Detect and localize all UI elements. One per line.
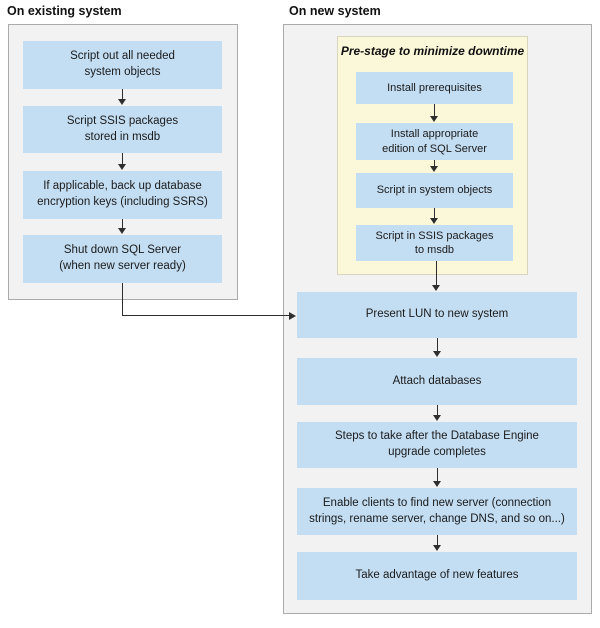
flow-arrow-down	[430, 160, 438, 172]
arrowhead-down-icon	[430, 218, 438, 224]
arrow-line	[433, 104, 435, 117]
arrow-line	[433, 208, 435, 219]
step-script-out-system-objects: Script out all needed system objects	[23, 41, 222, 89]
arrowhead-down-icon	[432, 285, 440, 291]
step-install-prerequisites: Install prerequisites	[356, 72, 513, 104]
arrowhead-down-icon	[433, 415, 441, 421]
step-backup-encryption-keys: If applicable, back up database encrypti…	[23, 171, 222, 219]
step-script-in-ssis-packages: Script in SSIS packages to msdb	[356, 225, 513, 261]
step-attach-databases: Attach databases	[297, 358, 577, 405]
flow-arrow-down	[118, 89, 126, 105]
arrow-line	[436, 468, 438, 482]
arrowhead-down-icon	[433, 545, 441, 551]
step-script-in-system-objects: Script in system objects	[356, 173, 513, 208]
elbow-connector-horizontal	[122, 315, 290, 316]
prestage-group-title: Pre-stage to minimize downtime	[340, 44, 525, 58]
step-shut-down-sql-server: Shut down SQL Server (when new server re…	[23, 235, 222, 283]
elbow-connector-vertical	[122, 283, 123, 316]
arrowhead-down-icon	[430, 116, 438, 122]
new-system-heading: On new system	[289, 4, 381, 18]
flow-arrow-down	[433, 405, 441, 421]
step-after-upgrade-completes: Steps to take after the Database Engine …	[297, 422, 577, 468]
flow-arrow-down	[433, 338, 441, 357]
step-take-advantage-new-features: Take advantage of new features	[297, 552, 577, 600]
step-enable-clients: Enable clients to find new server (conne…	[297, 488, 577, 535]
arrowhead-down-icon	[118, 228, 126, 234]
flow-arrow-down	[432, 261, 440, 291]
step-install-sql-server-edition: Install appropriate edition of SQL Serve…	[356, 123, 513, 160]
flow-arrow-down	[118, 219, 126, 234]
arrow-line	[436, 338, 438, 352]
flow-arrow-down	[433, 535, 441, 551]
arrow-line	[121, 89, 123, 100]
step-script-ssis-packages: Script SSIS packages stored in msdb	[23, 106, 222, 153]
arrowhead-right-icon	[289, 311, 296, 320]
arrowhead-down-icon	[118, 99, 126, 105]
arrowhead-down-icon	[433, 351, 441, 357]
arrowhead-down-icon	[433, 481, 441, 487]
arrowhead-down-icon	[118, 164, 126, 170]
arrow-line	[435, 261, 437, 286]
flow-arrow-down	[430, 104, 438, 122]
arrow-line	[121, 153, 123, 165]
flow-arrow-down	[433, 468, 441, 487]
arrow-line	[436, 405, 438, 416]
arrow-line	[436, 535, 438, 546]
arrow-line	[121, 219, 123, 229]
step-present-lun: Present LUN to new system	[297, 292, 577, 338]
arrowhead-down-icon	[430, 166, 438, 172]
flow-arrow-down	[118, 153, 126, 170]
flow-arrow-down	[430, 208, 438, 224]
existing-system-heading: On existing system	[7, 4, 122, 18]
arrow-line	[433, 160, 435, 167]
